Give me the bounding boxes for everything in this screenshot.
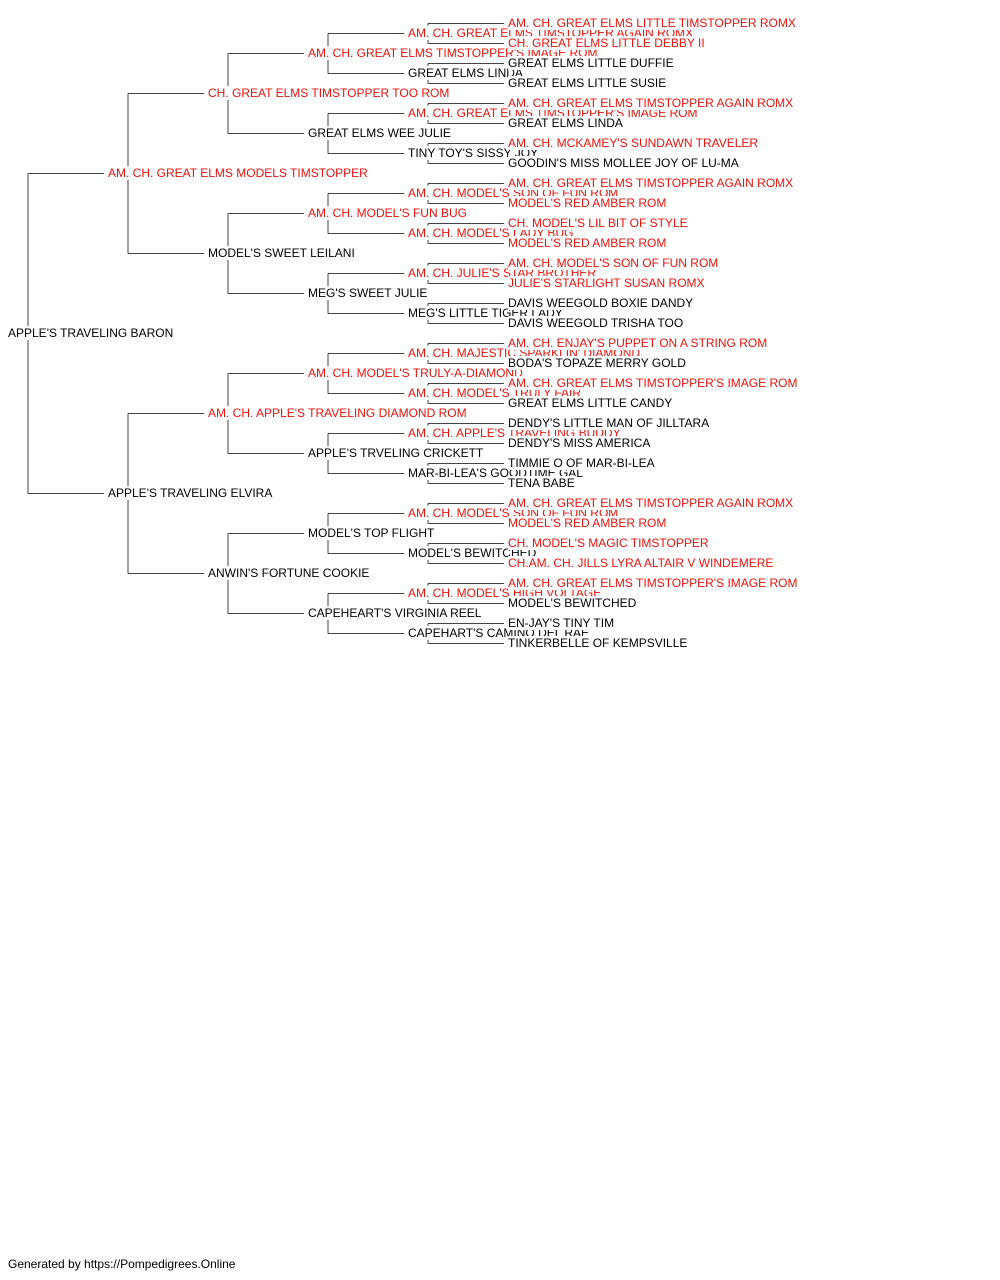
ancestor-name-gen-5: TENA BABE — [508, 476, 577, 490]
ancestor-name-gen-5: GREAT ELMS LITTLE CANDY — [508, 396, 675, 410]
ancestor-name-gen-2: MODEL'S SWEET LEILANI — [208, 246, 357, 260]
ancestor-name-gen-5: AM. CH. GREAT ELMS LITTLE TIMSTOPPER ROM… — [508, 16, 798, 30]
ancestor-name-gen-5: CH. MODEL'S MAGIC TIMSTOPPER — [508, 536, 711, 550]
ancestor-name-gen-5: DENDY'S MISS AMERICA — [508, 436, 653, 450]
ancestor-name-gen-4: TINY TOY'S SISSY JOY — [408, 146, 541, 160]
ancestor-name-gen-5: AM. CH. ENJAY'S PUPPET ON A STRING ROM — [508, 336, 770, 350]
ancestor-name-gen-5: GREAT ELMS LINDA — [508, 116, 625, 130]
ancestor-name-gen-5: AM. CH. GREAT ELMS TIMSTOPPER AGAIN ROMX — [508, 496, 796, 510]
ancestor-name-gen-5: EN-JAY'S TINY TIM — [508, 616, 617, 630]
subject-dog-name: APPLE'S TRAVELING BARON — [8, 326, 176, 340]
ancestor-name-gen-3: CAPEHEART'S VIRGINIA REEL — [308, 606, 484, 620]
ancestor-name-gen-5: CH. MODEL'S LIL BIT OF STYLE — [508, 216, 690, 230]
ancestor-name-gen-5: TINKERBELLE OF KEMPSVILLE — [508, 636, 690, 650]
ancestor-name-gen-5: AM. CH. GREAT ELMS TIMSTOPPER AGAIN ROMX — [508, 96, 796, 110]
ancestor-name-gen-2: CH. GREAT ELMS TIMSTOPPER TOO ROM — [208, 86, 452, 100]
ancestor-name-gen-3: AM. CH. MODEL'S TRULY-A-DIAMOND — [308, 366, 525, 380]
ancestor-name-gen-3: MEG'S SWEET JULIE — [308, 286, 430, 300]
ancestor-name-gen-5: AM. CH. MCKAMEY'S SUNDAWN TRAVELER — [508, 136, 761, 150]
ancestor-name-gen-5: AM. CH. GREAT ELMS TIMSTOPPER'S IMAGE RO… — [508, 576, 800, 590]
footer-credit: Generated by https://Pompedigrees.Online — [8, 1257, 236, 1271]
ancestor-name-gen-3: AM. CH. MODEL'S FUN BUG — [308, 206, 469, 220]
ancestor-name-gen-1: AM. CH. GREAT ELMS MODELS TIMSTOPPER — [108, 166, 370, 180]
ancestor-name-gen-5: MODEL'S RED AMBER ROM — [508, 236, 669, 250]
ancestor-name-gen-2: ANWIN'S FORTUNE COOKIE — [208, 566, 372, 580]
ancestor-name-gen-2: AM. CH. APPLE'S TRAVELING DIAMOND ROM — [208, 406, 469, 420]
ancestor-name-gen-5: CH. GREAT ELMS LITTLE DEBBY II — [508, 36, 707, 50]
ancestor-name-gen-5: MODEL'S BEWITCHED — [508, 596, 639, 610]
ancestor-name-gen-3: MODEL'S TOP FLIGHT — [308, 526, 437, 540]
ancestor-name-gen-5: BODA'S TOPAZE MERRY GOLD — [508, 356, 688, 370]
ancestor-name-gen-5: AM. CH. GREAT ELMS TIMSTOPPER'S IMAGE RO… — [508, 376, 800, 390]
ancestor-name-gen-4: GREAT ELMS LINDA — [408, 66, 525, 80]
ancestor-name-gen-5: CH.AM. CH. JILLS LYRA ALTAIR V WINDEMERE — [508, 556, 776, 570]
ancestor-name-gen-5: GREAT ELMS LITTLE SUSIE — [508, 76, 669, 90]
ancestor-name-gen-1: APPLE'S TRAVELING ELVIRA — [108, 486, 275, 500]
ancestor-name-gen-5: AM. CH. GREAT ELMS TIMSTOPPER AGAIN ROMX — [508, 176, 796, 190]
ancestor-name-gen-5: AM. CH. MODEL'S SON OF FUN ROM — [508, 256, 721, 270]
ancestor-name-gen-5: DAVIS WEEGOLD BOXIE DANDY — [508, 296, 696, 310]
ancestor-name-gen-3: APPLE'S TRVELING CRICKETT — [308, 446, 486, 460]
ancestor-name-gen-5: GOODIN'S MISS MOLLEE JOY OF LU-MA — [508, 156, 741, 170]
ancestor-name-gen-5: JULIE'S STARLIGHT SUSAN ROMX — [508, 276, 707, 290]
ancestor-name-gen-5: GREAT ELMS LITTLE DUFFIE — [508, 56, 676, 70]
ancestor-name-gen-3: GREAT ELMS WEE JULIE — [308, 126, 453, 140]
ancestor-name-gen-5: MODEL'S RED AMBER ROM — [508, 196, 669, 210]
ancestor-name-gen-5: DAVIS WEEGOLD TRISHA TOO — [508, 316, 686, 330]
ancestor-name-gen-5: TIMMIE O OF MAR-BI-LEA — [508, 456, 657, 470]
ancestor-name-gen-4: MODEL'S BEWITCHED — [408, 546, 539, 560]
ancestor-name-gen-5: MODEL'S RED AMBER ROM — [508, 516, 669, 530]
ancestor-name-gen-5: DENDY'S LITTLE MAN OF JILLTARA — [508, 416, 712, 430]
